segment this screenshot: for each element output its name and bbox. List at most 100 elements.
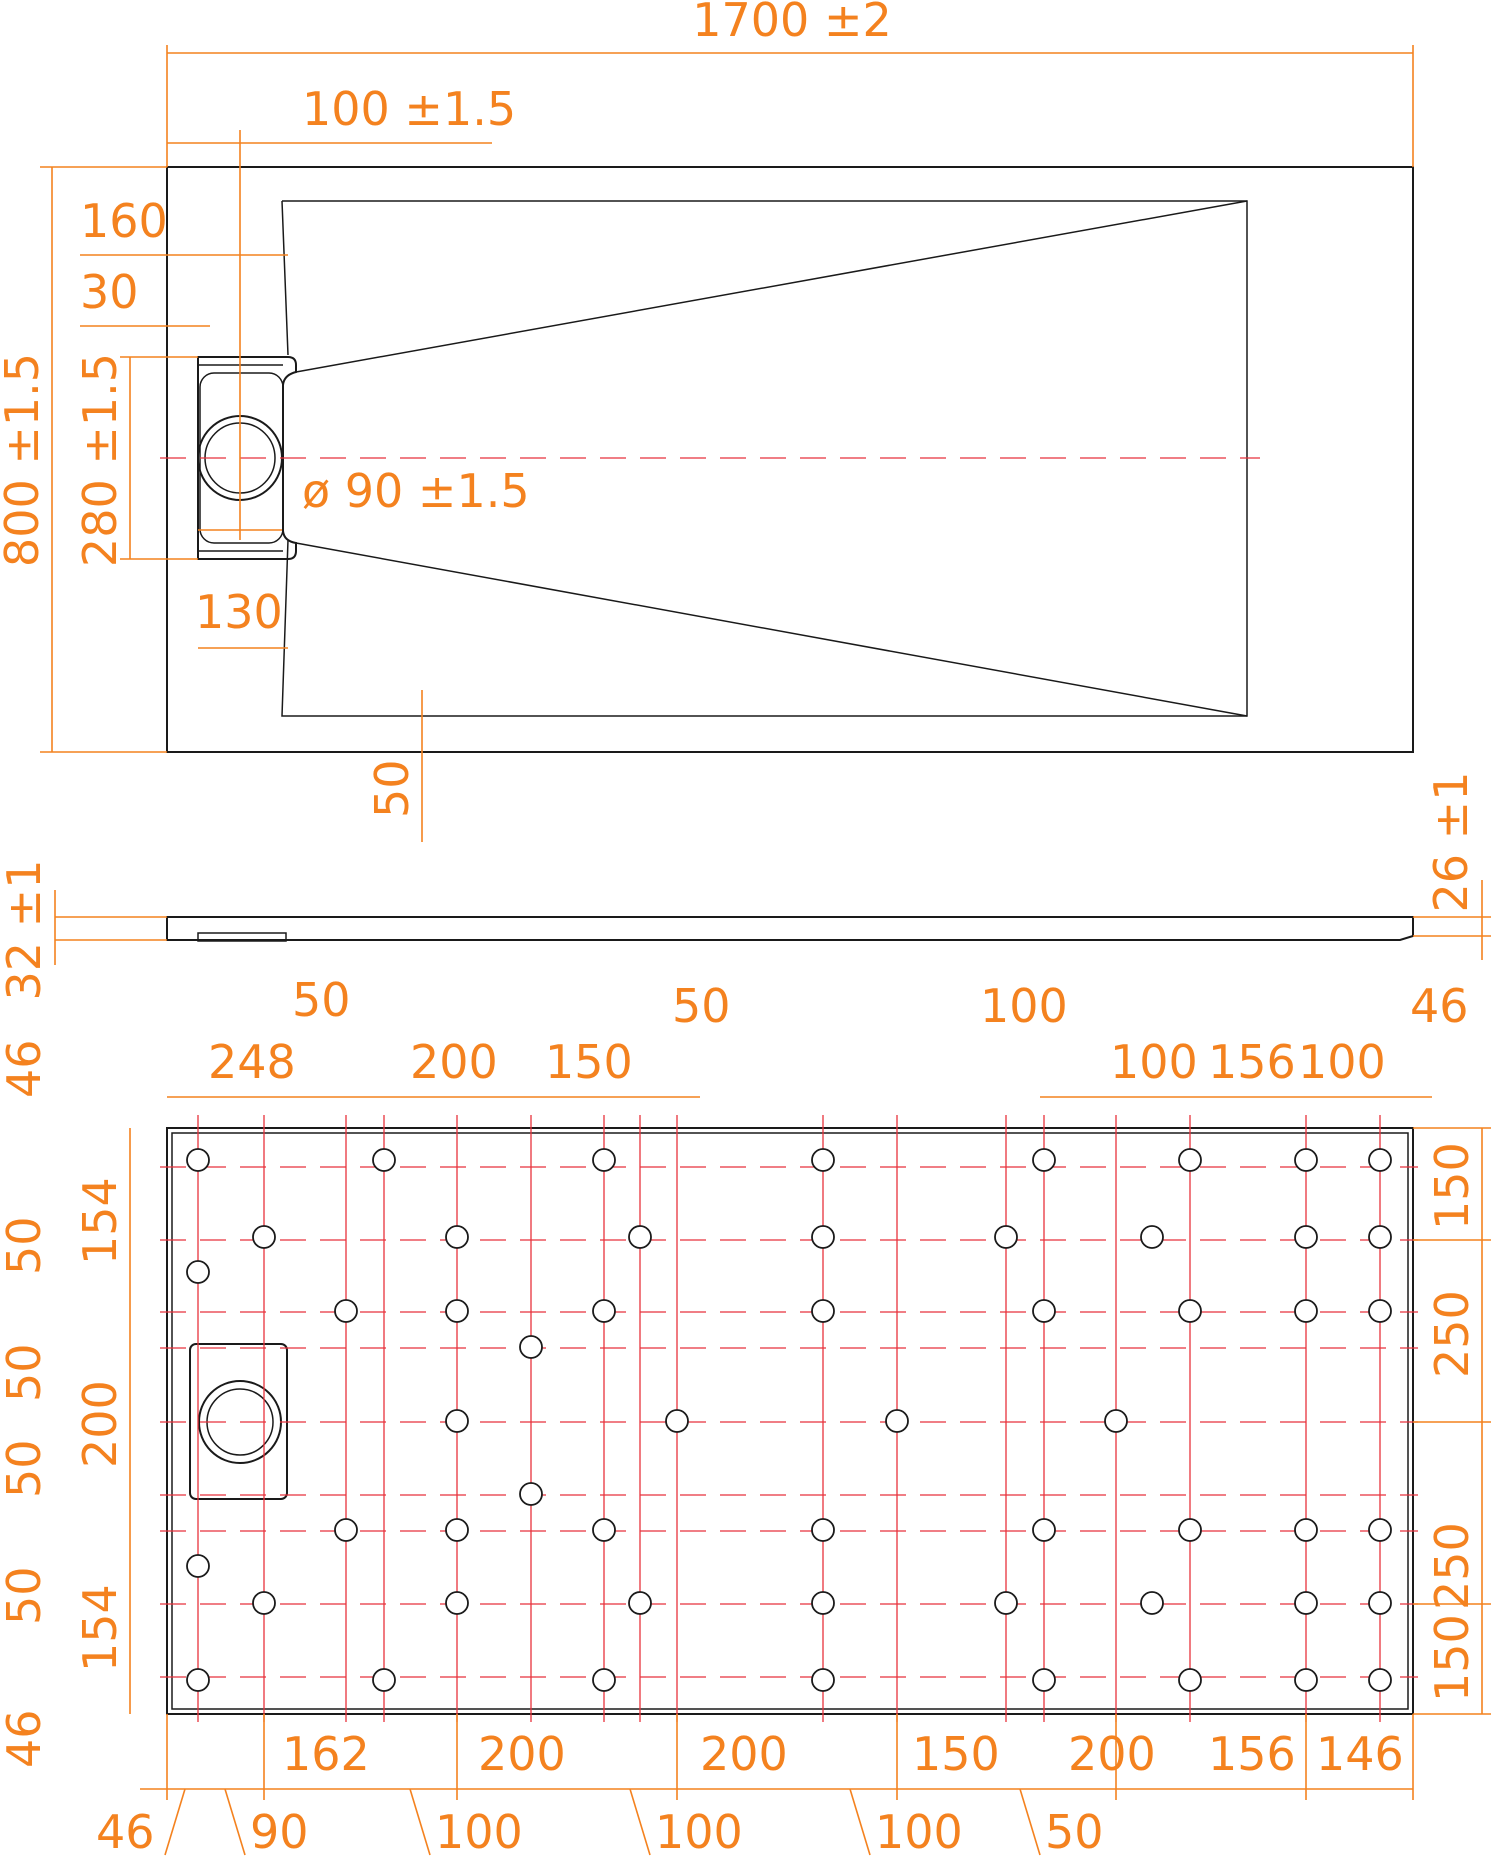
support-foot <box>1368 1148 1392 1172</box>
dim-bleader-100c: 100 <box>875 1805 963 1859</box>
bottom-dimension-lines <box>129 1096 1491 1856</box>
support-foot <box>1032 1518 1056 1542</box>
dim-bleader-100b: 100 <box>655 1805 743 1859</box>
dim-bleader-90: 90 <box>250 1805 309 1859</box>
bottom-inner-outline <box>171 1132 1409 1710</box>
support-foot <box>885 1409 909 1433</box>
support-foot <box>1368 1299 1392 1323</box>
dim-border: 50 <box>365 759 419 818</box>
bottom-labels-top: 248 200 150 100 156 100 50 50 100 46 <box>208 973 1469 1089</box>
support-foot <box>1368 1225 1392 1249</box>
dim-top-156: 156 <box>1208 1035 1296 1089</box>
side-drain <box>197 932 287 942</box>
leader-line-bottom <box>1019 1788 1041 1856</box>
dim-left-50b: 50 <box>0 1343 51 1402</box>
support-foot <box>252 1225 276 1249</box>
dim-top-200: 200 <box>410 1035 498 1089</box>
support-foot <box>1294 1518 1318 1542</box>
support-foot <box>811 1148 835 1172</box>
dim-thickness-right: 26 ±1 <box>1424 772 1478 913</box>
support-foot <box>1178 1668 1202 1692</box>
dim-bleader-100a: 100 <box>435 1805 523 1859</box>
support-foot <box>592 1668 616 1692</box>
slope-line-upper <box>295 200 1248 373</box>
support-foot <box>811 1668 835 1692</box>
support-foot <box>519 1482 543 1506</box>
support-foot <box>1294 1148 1318 1172</box>
dim-left-50a: 50 <box>0 1216 51 1275</box>
support-foot <box>1032 1148 1056 1172</box>
support-foot <box>1294 1668 1318 1692</box>
support-foot <box>811 1518 835 1542</box>
support-foot <box>186 1148 210 1172</box>
support-foot <box>628 1591 652 1615</box>
top-view: 1700 ±2 100 ±1.5 160 30 ø 90 ±1.5 130 80… <box>0 0 1414 842</box>
support-foot <box>445 1409 469 1433</box>
dim-drain-box-length: 280 ±1.5 <box>73 353 127 567</box>
leader-line-bottom <box>629 1788 651 1856</box>
support-foot <box>592 1299 616 1323</box>
support-foot <box>1178 1299 1202 1323</box>
dim-right-150a: 150 <box>1425 1142 1479 1230</box>
dim-overall-length: 1700 ±2 <box>692 0 892 47</box>
dim-bottom-162: 162 <box>282 1727 370 1781</box>
dim-drain-offset: 100 ±1.5 <box>302 82 516 136</box>
support-foot <box>252 1591 276 1615</box>
dim-bottom-146: 146 <box>1316 1727 1404 1781</box>
slope-line-lower <box>295 542 1248 717</box>
leader-line-bottom <box>224 1788 246 1856</box>
dim-bleader-50: 50 <box>1045 1805 1104 1859</box>
support-feet <box>186 1148 1392 1692</box>
support-foot <box>1032 1299 1056 1323</box>
support-foot <box>1104 1409 1128 1433</box>
dim-drain-diameter: ø 90 ±1.5 <box>302 464 530 518</box>
bottom-labels-right: 150 250 250 150 <box>1425 1142 1479 1702</box>
dim-right-250a: 250 <box>1425 1290 1479 1378</box>
support-foot <box>1368 1591 1392 1615</box>
support-foot <box>811 1299 835 1323</box>
support-foot <box>665 1409 689 1433</box>
dim-drain-edge: 30 <box>80 265 139 319</box>
dim-bottom-200c: 200 <box>1068 1727 1156 1781</box>
support-foot <box>445 1225 469 1249</box>
dim-leader-50a: 50 <box>292 973 351 1027</box>
leader-line-bottom <box>164 1788 186 1856</box>
support-foot <box>811 1591 835 1615</box>
dim-left-154a: 154 <box>73 1177 127 1265</box>
dim-left-50c: 50 <box>0 1439 51 1498</box>
support-foot <box>186 1554 210 1578</box>
dim-leader-50b: 50 <box>672 979 731 1033</box>
side-profile <box>166 916 1414 941</box>
support-foot <box>592 1148 616 1172</box>
support-foot <box>334 1518 358 1542</box>
support-foot <box>186 1260 210 1284</box>
support-foot <box>1368 1668 1392 1692</box>
support-foot <box>445 1591 469 1615</box>
bottom-labels-bottom: 162 200 200 150 200 156 146 46 90 100 10… <box>96 1727 1404 1859</box>
dim-thickness-left: 32 ±1 <box>0 860 51 1001</box>
dim-left-46a: 46 <box>0 1039 51 1098</box>
support-foot <box>445 1518 469 1542</box>
support-foot <box>519 1335 543 1359</box>
dim-bottom-150: 150 <box>912 1727 1000 1781</box>
support-foot <box>1368 1518 1392 1542</box>
dim-leader-46: 46 <box>1410 979 1469 1033</box>
dim-right-250b: 250 <box>1425 1522 1479 1610</box>
tray-outline <box>166 166 1414 753</box>
dim-left-154b: 154 <box>73 1584 127 1672</box>
dim-drain-box-width: 160 <box>80 194 168 248</box>
support-foot <box>445 1299 469 1323</box>
bottom-labels-left: 46 154 50 50 200 50 154 50 46 <box>0 1039 127 1768</box>
leader-line-bottom <box>849 1788 871 1856</box>
dim-bottom-200a: 200 <box>478 1727 566 1781</box>
dim-left-200: 200 <box>73 1380 127 1468</box>
support-foot <box>1032 1668 1056 1692</box>
support-foot <box>372 1148 396 1172</box>
support-foot <box>994 1225 1018 1249</box>
dim-bottom-200b: 200 <box>700 1727 788 1781</box>
dim-drain-bottom: 130 <box>195 585 283 639</box>
dim-left-46b: 46 <box>0 1709 51 1768</box>
bottom-outline <box>166 1127 1414 1715</box>
support-foot <box>628 1225 652 1249</box>
